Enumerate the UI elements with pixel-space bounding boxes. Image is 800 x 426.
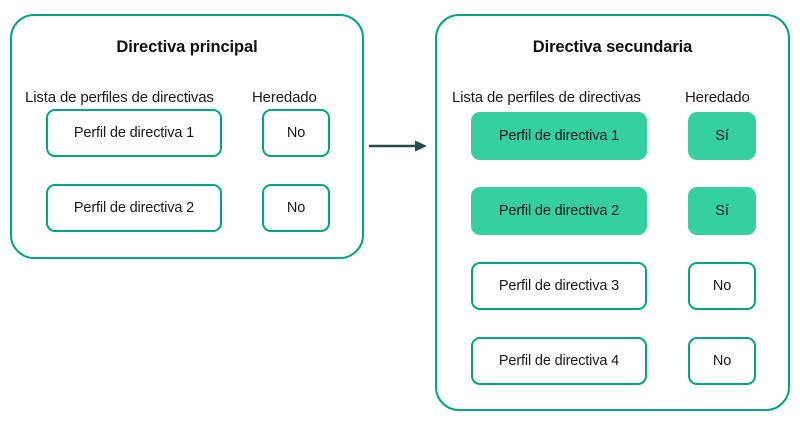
policy-profile-box[interactable]: Perfil de directiva 4 <box>471 337 647 385</box>
inherited-status-box[interactable]: No <box>688 262 756 310</box>
inherited-status-box[interactable]: Sí <box>688 187 756 235</box>
panel-primary-policy: Directiva principal Lista de perfiles de… <box>10 14 364 259</box>
panel-secondary-column-headers: Lista de perfiles de directivas Heredado <box>437 89 788 111</box>
inherited-status-box[interactable]: No <box>262 109 330 157</box>
policy-profile-box[interactable]: Perfil de directiva 2 <box>46 184 222 232</box>
inherited-status-box[interactable]: No <box>262 184 330 232</box>
table-row: Perfil de directiva 1 Sí <box>437 112 788 160</box>
policy-profile-box-inherited[interactable]: Perfil de directiva 1 <box>471 112 647 160</box>
policy-profile-box[interactable]: Perfil de directiva 1 <box>46 109 222 157</box>
policy-profile-box-inherited[interactable]: Perfil de directiva 2 <box>471 187 647 235</box>
column-header-profile-list: Lista de perfiles de directivas <box>452 89 641 106</box>
flow-arrow-icon <box>369 140 427 152</box>
panel-primary-title: Directiva principal <box>116 38 258 56</box>
panel-secondary-title: Directiva secundaria <box>532 38 693 56</box>
column-header-profile-list: Lista de perfiles de directivas <box>25 89 214 106</box>
column-header-inherited: Heredado <box>685 89 750 106</box>
table-row: Perfil de directiva 4 No <box>437 337 788 385</box>
table-row: Perfil de directiva 2 Sí <box>437 187 788 235</box>
policy-profile-box[interactable]: Perfil de directiva 3 <box>471 262 647 310</box>
inherited-status-box[interactable]: Sí <box>688 112 756 160</box>
column-header-inherited: Heredado <box>252 89 317 106</box>
table-row: Perfil de directiva 3 No <box>437 262 788 310</box>
inherited-status-box[interactable]: No <box>688 337 756 385</box>
table-row: Perfil de directiva 1 No <box>12 109 362 157</box>
table-row: Perfil de directiva 2 No <box>12 184 362 232</box>
panel-secondary-policy: Directiva secundaria Lista de perfiles d… <box>435 14 790 411</box>
panel-primary-column-headers: Lista de perfiles de directivas Heredado <box>12 89 362 111</box>
